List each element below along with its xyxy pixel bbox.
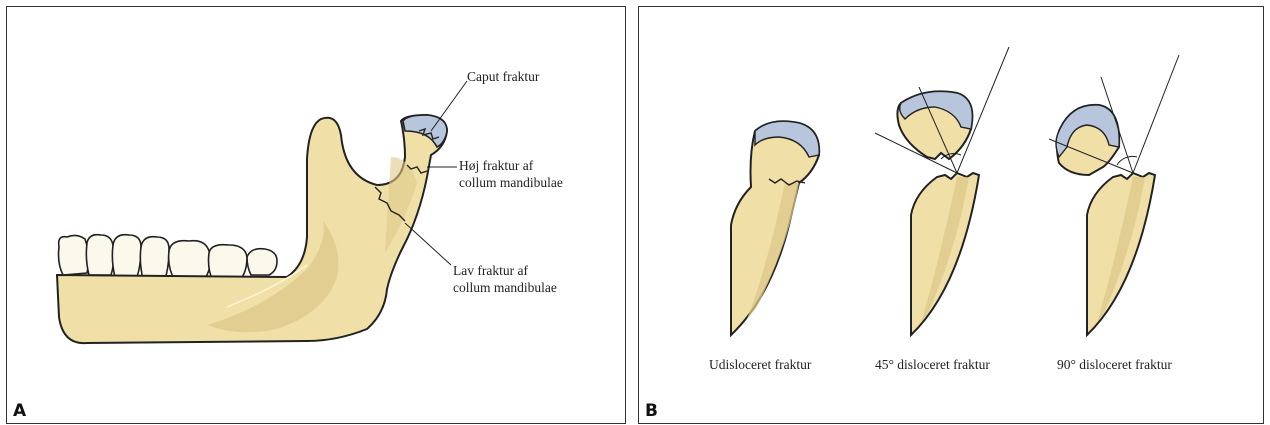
condyle-undisplaced xyxy=(731,121,819,335)
caption-90-disloceret: 90° disloceret fraktur xyxy=(1057,357,1172,373)
label-hoj-fraktur-line1: Høj fraktur af xyxy=(459,158,533,174)
label-lav-fraktur-line2: collum mandibulae xyxy=(453,280,557,296)
label-hoj-fraktur-line2: collum mandibulae xyxy=(459,175,563,191)
panel-letter-b: B xyxy=(645,401,658,421)
panel-b: Udisloceret fraktur 45° disloceret frakt… xyxy=(638,6,1264,424)
caption-45-disloceret: 45° disloceret fraktur xyxy=(875,357,990,373)
label-lav-fraktur-line1: Lav fraktur af xyxy=(453,263,528,279)
panel-letter-a: A xyxy=(13,401,26,421)
label-caput-fraktur: Caput fraktur xyxy=(467,69,539,85)
condyle-90-displaced xyxy=(1049,55,1179,335)
teeth xyxy=(59,235,278,281)
caption-udisloceret: Udisloceret fraktur xyxy=(709,357,811,373)
condyle-45-displaced xyxy=(875,47,1009,335)
panel-a: Caput fraktur Høj fraktur af collum mand… xyxy=(6,6,626,424)
